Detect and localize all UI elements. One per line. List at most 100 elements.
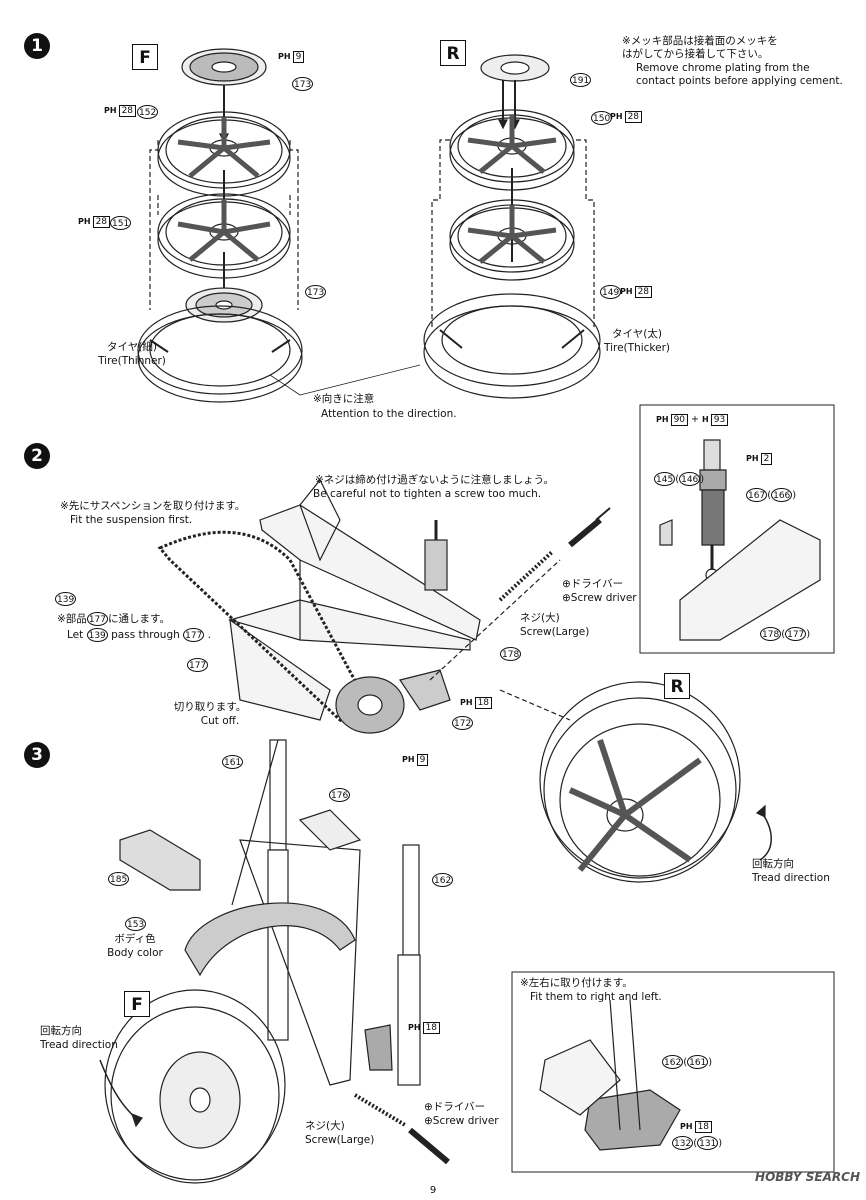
bracket-176 [298, 809, 362, 851]
front-tire-thin [137, 305, 303, 403]
screw-note-en: Be careful not to tighten a screw too mu… [313, 488, 542, 500]
part-162-161: 162(161) [662, 1055, 713, 1069]
front-wheel-assembled [104, 989, 286, 1184]
tire-thin-en: Tire(Thinner) [98, 355, 166, 367]
part-139: 139 [55, 592, 77, 606]
part-132-131: 132(131) [672, 1136, 723, 1150]
body-color-jp: ボディ色 [114, 933, 156, 945]
pass-en-middle: pass through [111, 629, 180, 641]
screw-note-jp: ※ネジは締め付け過ぎないように注意しましょう。 [315, 474, 554, 486]
part-191: 191 [570, 73, 592, 87]
screw-large-step3 [353, 1093, 450, 1165]
step3-front-label: F [124, 991, 150, 1017]
tire-thick-en: Tire(Thicker) [604, 342, 670, 354]
part-152: 152 [137, 105, 159, 119]
fork-right-162 [397, 844, 421, 1086]
page-number: 9 [429, 1185, 437, 1196]
part-167-166: 167(166) [746, 488, 797, 502]
watermark-logo: HOBBY SEARCH [755, 1170, 860, 1184]
step2-tread-en: Tread direction [752, 872, 830, 884]
step2-driver-jp: ⊕ドライバー [562, 578, 624, 590]
direction-note-en: Attention to the direction. [321, 408, 457, 420]
front-fender-153 [184, 902, 356, 977]
part-151: 151 [110, 216, 132, 230]
step3-tread-en: Tread direction [40, 1039, 118, 1051]
step3-screw-jp: ネジ(大) [305, 1120, 345, 1132]
suspension-note-en: Fit the suspension first. [70, 514, 193, 526]
step2-tread-jp: 回転方向 [752, 858, 794, 870]
part-161: 161 [222, 755, 244, 769]
tire-thick-jp: タイヤ(太) [612, 328, 662, 340]
caliper-18 [364, 1024, 393, 1071]
part-145-146: 145(146) [654, 472, 705, 486]
step3-driver-en: ⊕Screw driver [424, 1115, 499, 1127]
suspension-unit-small [424, 520, 448, 591]
part-178: 178 [500, 647, 522, 661]
step2-screw-en: Screw(Large) [520, 626, 590, 638]
step2-rear-label: R [664, 673, 690, 699]
step-2-badge: 2 [24, 443, 50, 469]
front-label: F [132, 44, 158, 70]
cut-off-en: Cut off. [200, 715, 240, 727]
direction-note-jp: ※向きに注意 [313, 393, 375, 405]
part-178-177: 178(177) [760, 627, 811, 641]
shock-absorber-inset [699, 439, 727, 582]
part-173-bottom: 173 [305, 285, 327, 299]
swingarm-drawing [227, 478, 481, 721]
step-3-badge: 3 [24, 742, 50, 768]
chrome-note-en-1: Remove chrome plating from the [636, 62, 810, 74]
rear-tire-thick [423, 293, 601, 399]
step3-tread-jp: 回転方向 [40, 1025, 82, 1037]
rear-brake-disc-drawing [480, 54, 550, 82]
caliper-bracket-172 [399, 669, 451, 711]
swingarm-inset [679, 519, 821, 641]
pass-through-en: Let 139 pass through 177 . [67, 628, 211, 642]
fit-both-sides-en: Fit them to right and left. [530, 991, 662, 1003]
part-172: 172 [452, 716, 474, 730]
rear-wheel-half-149 [449, 199, 575, 281]
front-brake-disc-inner [185, 287, 263, 323]
caliper-inset [539, 999, 681, 1151]
step3-screw-en: Screw(Large) [305, 1134, 375, 1146]
axle-screw [498, 507, 611, 602]
rear-wheel-assembled [539, 681, 741, 883]
fit-both-sides-jp: ※左右に取り付けます。 [520, 977, 633, 989]
chrome-note-jp: ※メッキ部品は接着面のメッキを はがしてから接着して下さい。 [622, 35, 778, 60]
part-150: 150 [591, 111, 613, 125]
part-162: 162 [432, 873, 454, 887]
chrome-note-en-2: contact points before applying cement. [636, 75, 843, 87]
step3-driver-jp: ⊕ドライバー [424, 1101, 486, 1113]
pass-jp-prefix: ※部品 [57, 613, 87, 625]
body-color-en: Body color [107, 947, 163, 959]
part-185: 185 [108, 872, 130, 886]
step2-screw-jp: ネジ(大) [520, 612, 560, 624]
cut-off-jp: 切り取ります。 [173, 701, 247, 713]
step-1-badge: 1 [24, 33, 50, 59]
step2-driver-en: ⊕Screw driver [562, 592, 637, 604]
rear-label: R [440, 40, 466, 66]
suspension-note-jp: ※先にサスペンションを取り付けます。 [60, 500, 246, 512]
front-brake-disc-drawing [181, 48, 267, 86]
part-177: 177 [187, 658, 209, 672]
part-176: 176 [329, 788, 351, 802]
part-173-top: 173 [292, 77, 314, 91]
part-153: 153 [125, 917, 147, 931]
tire-thin-jp: タイヤ(細) [107, 341, 157, 353]
fork-left-161 [231, 739, 289, 1041]
pass-jp-suffix: に通します。 [108, 613, 170, 625]
part-149: 149 [600, 285, 622, 299]
rear-sprocket [335, 676, 405, 734]
